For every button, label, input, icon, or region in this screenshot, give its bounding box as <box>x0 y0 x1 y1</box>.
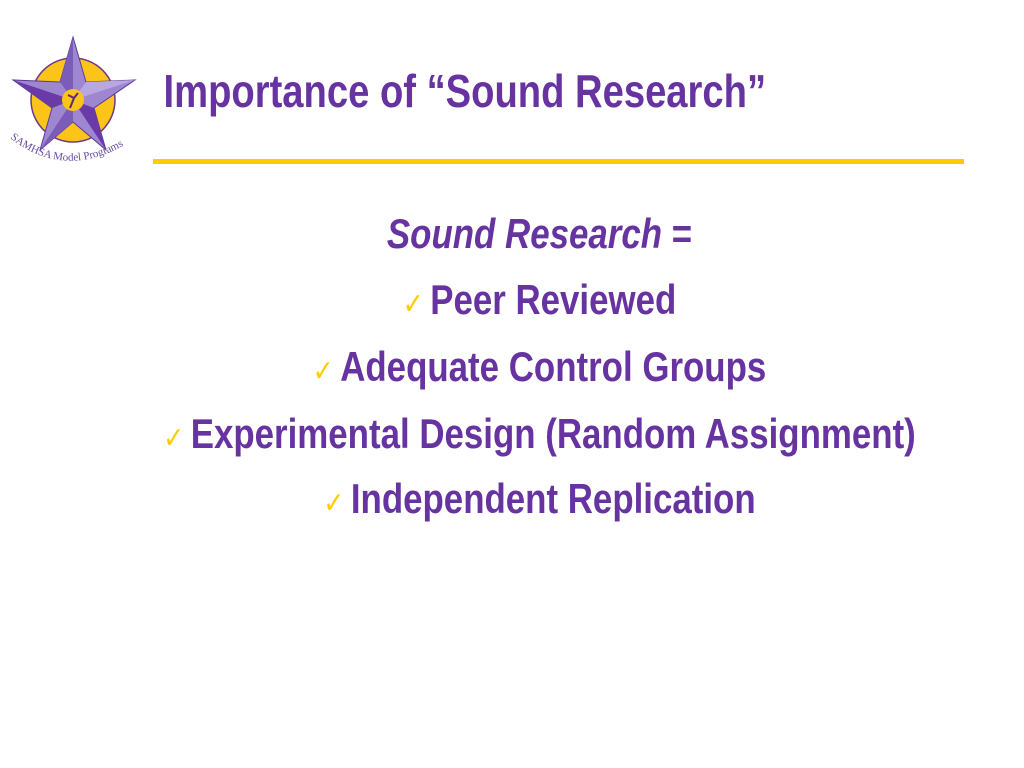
samhsa-logo: SAMHSA Model Programs <box>8 35 137 164</box>
title-divider <box>153 159 964 164</box>
heading-italic: Sound Research <box>386 210 663 257</box>
list-item-label: Peer Reviewed <box>430 276 677 323</box>
check-icon: ✓ <box>323 486 345 521</box>
list-item: ✓Experimental Design (Random Assignment) <box>0 410 1024 458</box>
list-item: ✓Independent Replication <box>0 475 1024 523</box>
list-item: ✓Peer Reviewed <box>0 276 1024 324</box>
list-item-label: Adequate Control Groups <box>340 343 767 390</box>
slide-title: Importance of “Sound Research” <box>163 65 767 117</box>
check-icon: ✓ <box>402 287 424 322</box>
check-icon: ✓ <box>163 421 185 456</box>
list-item-label: Independent Replication <box>350 475 756 522</box>
list-item: ✓Adequate Control Groups <box>0 343 1024 391</box>
body-heading: Sound Research = <box>0 210 1024 258</box>
check-icon: ✓ <box>312 354 334 389</box>
list-item-label: Experimental Design (Random Assignment) <box>190 410 916 457</box>
heading-suffix: = <box>662 210 693 257</box>
